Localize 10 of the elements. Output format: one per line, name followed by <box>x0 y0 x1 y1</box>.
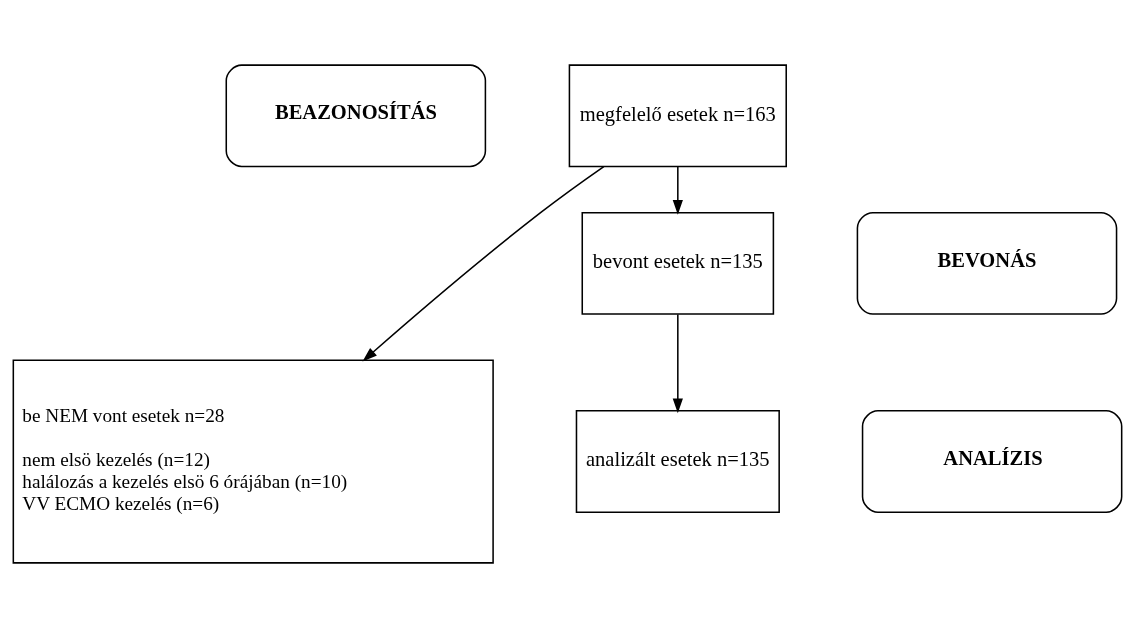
node-box: BEVONÁS <box>856 211 1118 315</box>
node-box: be NEM vont esetek n=28 nem elsö kezelés (n=12) halálozás a kezelés elsö 6 órájában (n=10) VV ECMO kezelés (n=6) <box>12 359 494 564</box>
node-box: megfelelő esetek n=163 <box>568 64 787 168</box>
node-box: ANALÍZIS <box>861 410 1123 513</box>
arrow <box>672 313 683 414</box>
node-box: bevont esetek n=135 <box>581 211 775 315</box>
arrow <box>362 165 605 362</box>
arrow <box>672 165 683 215</box>
node-box: analizált esetek n=135 <box>575 410 780 513</box>
node-box: BEAZONOSÍTÁS <box>225 64 487 168</box>
